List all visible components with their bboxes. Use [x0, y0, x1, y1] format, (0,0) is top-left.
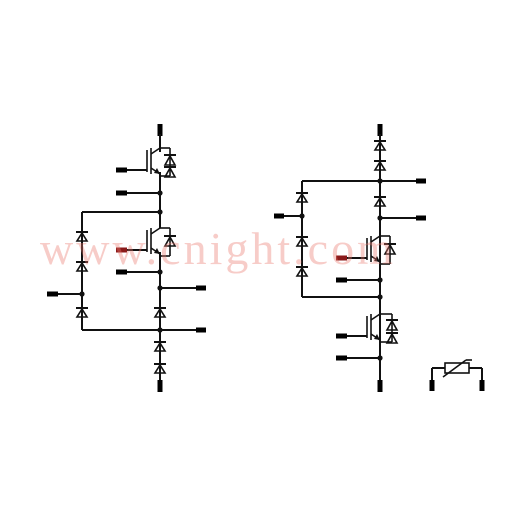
series-diode	[153, 341, 167, 352]
igbt-upper-left	[146, 147, 177, 178]
series-diode	[153, 307, 167, 318]
igbt-mid-left	[146, 227, 177, 257]
igbt-collector	[370, 313, 381, 321]
series-diode	[373, 140, 387, 151]
left-circuit	[47, 124, 206, 392]
series-diode	[373, 160, 387, 171]
node	[377, 355, 383, 361]
diode	[163, 166, 177, 178]
node	[157, 209, 163, 215]
igbt-mid-right	[366, 235, 397, 265]
diode	[383, 243, 397, 255]
diode	[385, 332, 399, 344]
series-diode	[373, 196, 387, 207]
igbt-collector	[370, 235, 381, 243]
node	[157, 269, 163, 275]
node	[377, 277, 383, 283]
clamp-diode	[295, 266, 309, 277]
right-circuit	[274, 124, 426, 392]
node	[157, 190, 163, 196]
thermistor-symbol	[429, 359, 485, 391]
diode	[163, 235, 177, 247]
clamp-diode	[75, 231, 89, 242]
thermistor-body	[444, 362, 470, 374]
clamp-diode	[75, 261, 89, 272]
igbt-collector	[150, 147, 161, 155]
igbt-arrow	[154, 248, 160, 254]
thermistor-slash	[442, 359, 467, 378]
series-diode	[153, 363, 167, 374]
clamp-diode	[295, 236, 309, 247]
igbt-collector	[150, 227, 161, 235]
node	[377, 294, 383, 300]
igbt-arrow	[374, 256, 380, 262]
igbt-arrow	[374, 334, 380, 340]
clamp-diode	[295, 192, 309, 203]
igbt-arrow	[154, 168, 160, 174]
diode	[385, 319, 399, 331]
diode	[163, 154, 177, 166]
igbt-lower-right	[366, 313, 399, 344]
clamp-diode	[75, 307, 89, 318]
